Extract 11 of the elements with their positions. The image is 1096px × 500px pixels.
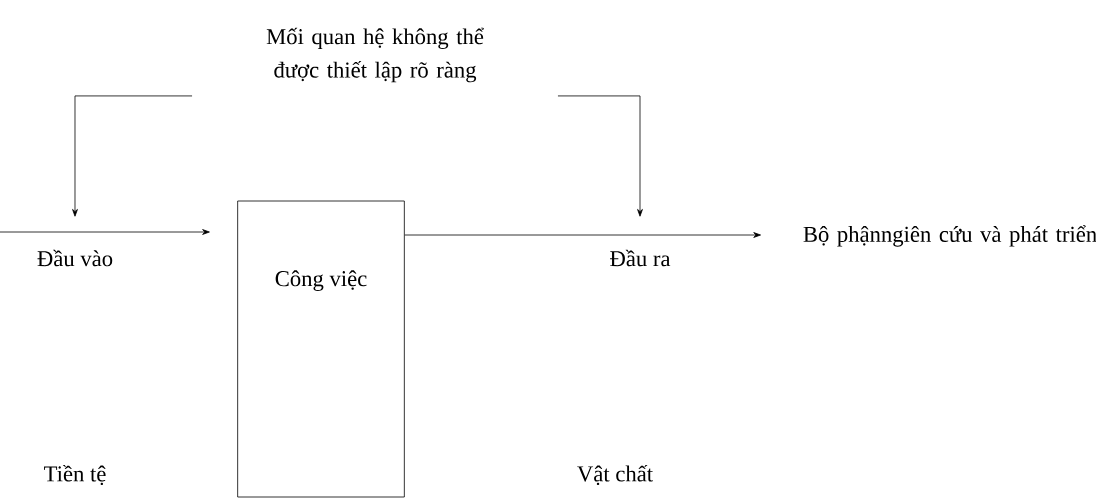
- bracket-arrow: [72, 95, 193, 217]
- text-label: Bộ phậnngiên cứu và phát triển: [803, 225, 1096, 247]
- text-label: Mối quan hệ không thể được thiết lập rõ ràng: [266, 27, 484, 83]
- arrow: [404, 232, 761, 238]
- process-box: Công việc: [237, 200, 405, 498]
- text-label: Tiền tệ: [44, 464, 106, 486]
- text-label: Đầu ra: [610, 249, 671, 267]
- text-label: Vật chất: [577, 464, 653, 486]
- text-label: Đầu vào: [37, 249, 113, 267]
- bracket-arrow: [557, 95, 643, 217]
- arrow: [0, 229, 210, 235]
